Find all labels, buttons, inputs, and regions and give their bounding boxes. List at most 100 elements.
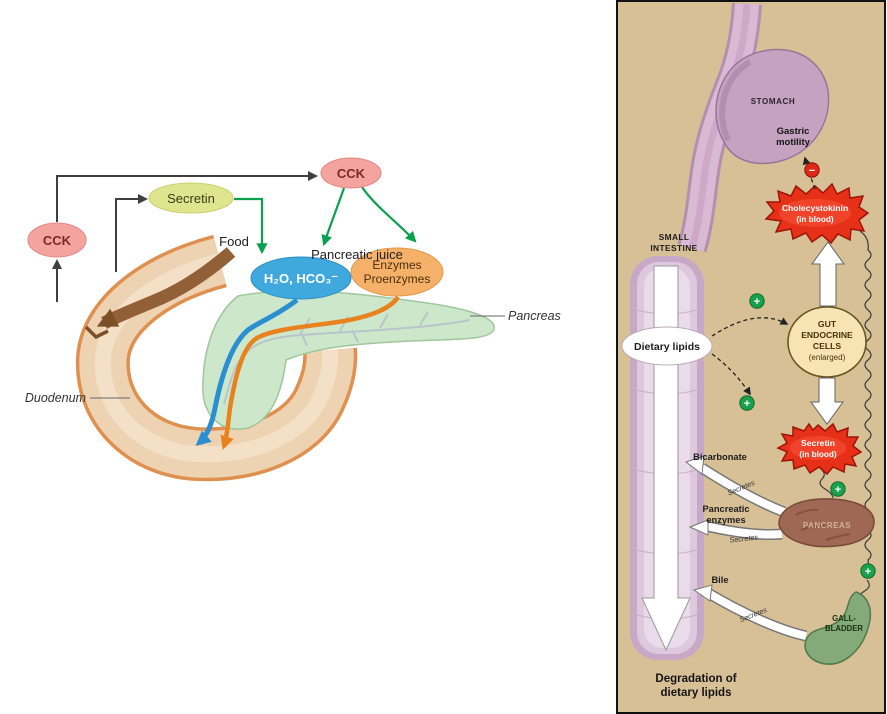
cck-to-enzymes-arrow bbox=[361, 186, 417, 243]
pancreatic-ducts bbox=[223, 311, 471, 405]
enzymes-label: Enzymes bbox=[372, 258, 421, 272]
gallbladder-label-1: GALL- bbox=[832, 614, 856, 623]
pancreas-label: PANCREAS bbox=[803, 521, 851, 530]
secretin-wavy-route bbox=[819, 468, 834, 499]
secretes-label: Secretes bbox=[729, 532, 759, 544]
duodenum-label: Duodenum bbox=[25, 391, 86, 405]
secretes-band bbox=[699, 464, 786, 516]
duct-branch bbox=[379, 313, 389, 329]
pancreatic-secretion-diagram: CCK Secretin CCK H₂O, HCO₃⁻ Enzymes Proe… bbox=[25, 157, 561, 482]
secretin-label: Secretin bbox=[801, 438, 835, 448]
secretes-arrowhead bbox=[684, 455, 705, 475]
secretin-starburst: Secretin (in blood) bbox=[776, 422, 863, 476]
cholecystokinin-sub-label: (in blood) bbox=[796, 215, 834, 224]
gallbladder-label-2: BLADDER bbox=[825, 624, 863, 633]
cck-top-oval bbox=[320, 157, 382, 189]
stomach-label: STOMACH bbox=[751, 97, 796, 106]
pancreatic-juice-label: Pancreatic juice bbox=[311, 247, 403, 262]
gut-endocrine-cells-oval bbox=[787, 306, 867, 378]
cck-left-label: CCK bbox=[43, 233, 72, 248]
plus-icon: + bbox=[754, 296, 760, 308]
plus-icon: + bbox=[865, 566, 871, 578]
pancreas-texture bbox=[795, 508, 851, 541]
water-bicarb-oval bbox=[250, 256, 352, 300]
plus-circle bbox=[860, 563, 876, 579]
texture-line bbox=[795, 508, 819, 516]
plus-circle bbox=[830, 481, 846, 497]
gastric-motility-label-1: Gastric bbox=[777, 126, 810, 137]
plus-badge: + bbox=[739, 395, 755, 411]
small-intestine-label-2: INTESTINE bbox=[650, 243, 697, 253]
lipid-digestion-panel: STOMACH Gastric motility Dietary lipids bbox=[616, 0, 886, 714]
gastric-motility-label-2: motility bbox=[776, 137, 810, 148]
pancreatic-enzymes-label-1: Pancreatic bbox=[702, 504, 749, 514]
starburst-shape bbox=[776, 422, 863, 476]
secretes-band bbox=[705, 522, 783, 539]
enzymes-oval bbox=[350, 247, 444, 297]
degradation-label-1: Degradation of bbox=[655, 673, 736, 685]
plus-circle bbox=[749, 293, 765, 309]
stomach-organ bbox=[715, 48, 830, 165]
stomach-shading bbox=[719, 59, 752, 142]
pancreas-label: Pancreas bbox=[508, 309, 561, 323]
food-arrow-chevron bbox=[84, 325, 109, 340]
secretes-arrowhead bbox=[692, 584, 713, 602]
esophagus-lumen bbox=[688, 3, 751, 250]
secretin-release-arrow bbox=[810, 377, 844, 425]
secretes-arrowhead bbox=[688, 519, 709, 536]
plus-circle bbox=[739, 395, 755, 411]
secretin-sub-label: (in blood) bbox=[799, 450, 837, 459]
plus-icon: + bbox=[835, 484, 841, 496]
secretin-to-bicarb-arrow bbox=[234, 197, 268, 255]
starburst-highlight bbox=[779, 199, 851, 227]
green-arrows bbox=[234, 186, 417, 255]
degradation-label-2: dietary lipids bbox=[661, 687, 732, 699]
starburst-highlight bbox=[790, 436, 846, 460]
duct-branch bbox=[419, 311, 429, 326]
gut-cells-label-3: CELLS bbox=[813, 341, 841, 351]
food-label: Food bbox=[219, 234, 249, 249]
secretin-label: Secretin bbox=[167, 191, 215, 206]
plus-badge: + bbox=[830, 481, 846, 497]
small-intestine-label-1: SMALL bbox=[659, 232, 690, 242]
minus-circle bbox=[804, 162, 820, 178]
pancreatic-enzymes-label-2: enzymes bbox=[706, 515, 745, 525]
gray-arrows bbox=[52, 171, 318, 302]
cck-top-label: CCK bbox=[337, 166, 366, 181]
food-arrow bbox=[96, 247, 236, 329]
main-duct bbox=[223, 319, 471, 405]
cholecystokinin-starburst: Cholecystokinin (in blood) bbox=[764, 182, 870, 245]
starburst-shape bbox=[764, 182, 870, 245]
secretes-arrows: Secretes Secretes Secretes bbox=[684, 455, 808, 642]
bicarbonate-flow-arrow bbox=[195, 298, 299, 446]
pancreas-organ bbox=[202, 290, 495, 430]
dietary-lipids-oval bbox=[621, 326, 713, 366]
gut-cells-label-1: GUT bbox=[818, 319, 837, 329]
cck-release-arrow bbox=[811, 241, 845, 307]
plus-icon: + bbox=[744, 398, 750, 410]
lipids-to-gutcells-link-upper bbox=[711, 317, 789, 337]
cck-left-oval bbox=[27, 222, 87, 258]
gut-cells-label-4: (enlarged) bbox=[809, 353, 846, 362]
plus-badge: + bbox=[749, 293, 765, 309]
secretes-band bbox=[705, 589, 807, 640]
secretin-oval bbox=[148, 182, 234, 214]
texture-line bbox=[825, 533, 851, 541]
duodenum-to-secretin-arrow bbox=[115, 194, 148, 272]
cck-to-juice-arrow bbox=[321, 187, 346, 247]
water-bicarb-label: H₂O, HCO₃⁻ bbox=[264, 271, 338, 286]
texture-line bbox=[800, 524, 827, 531]
duct-branch bbox=[351, 329, 359, 343]
gallbladder-organ bbox=[804, 591, 872, 665]
bile-label: Bile bbox=[711, 575, 728, 585]
gut-cells-label-2: ENDOCRINE bbox=[801, 330, 853, 340]
enzyme-flow-arrow bbox=[220, 295, 400, 450]
duct-branch bbox=[301, 333, 308, 347]
minus-badge: − bbox=[804, 162, 820, 178]
dietary-lipids-label: Dietary lipids bbox=[634, 341, 700, 353]
bicarbonate-label: Bicarbonate bbox=[693, 452, 747, 462]
proenzymes-label: Proenzymes bbox=[364, 272, 431, 286]
lipids-to-gutcells-link-lower bbox=[711, 353, 751, 396]
cck-blood-route-arrow bbox=[56, 171, 318, 222]
